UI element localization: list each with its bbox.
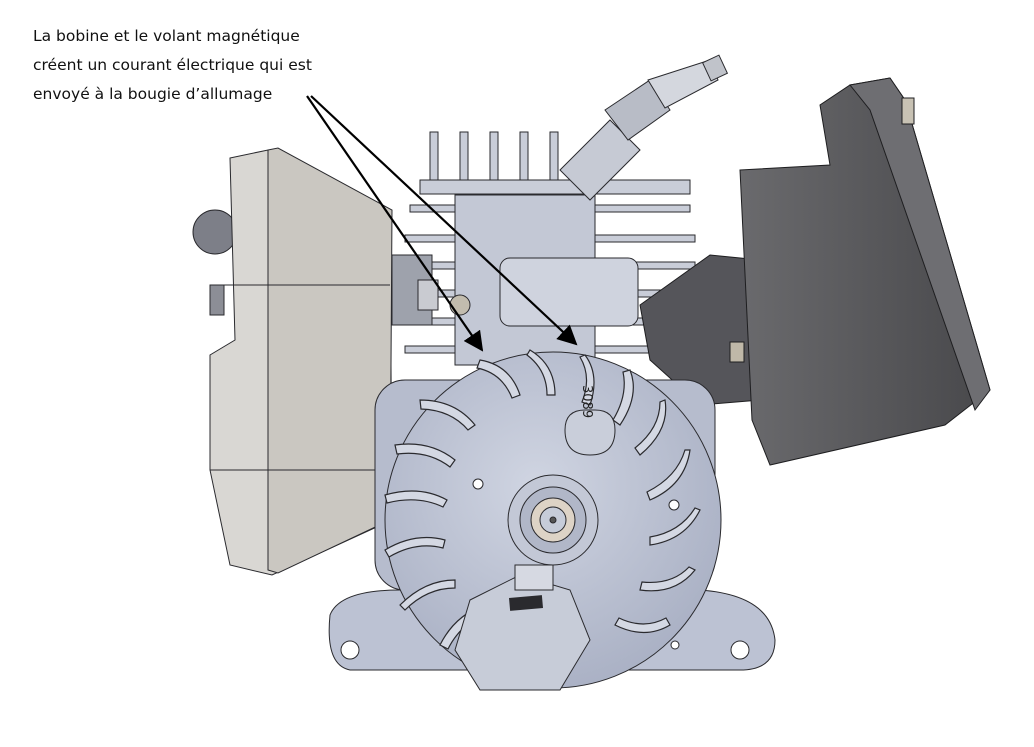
arrow-to-coil-left [306, 95, 484, 352]
spark-plug [559, 54, 729, 201]
air-filter [192, 147, 471, 576]
annotation-arrows [306, 95, 578, 352]
flywheel [384, 349, 722, 691]
arrow-to-coil-right [310, 95, 578, 346]
annotation-line: envoyé à la bougie d’allumage [33, 85, 273, 103]
annotation-line: créent un courant électrique qui est [33, 56, 312, 74]
ignition-module [639, 77, 991, 466]
annotation-line: La bobine et le volant magnétique [33, 27, 300, 45]
annotation-text: La bobine et le volant magnétique créent… [33, 22, 312, 109]
part-marking: 3089 [579, 385, 594, 418]
